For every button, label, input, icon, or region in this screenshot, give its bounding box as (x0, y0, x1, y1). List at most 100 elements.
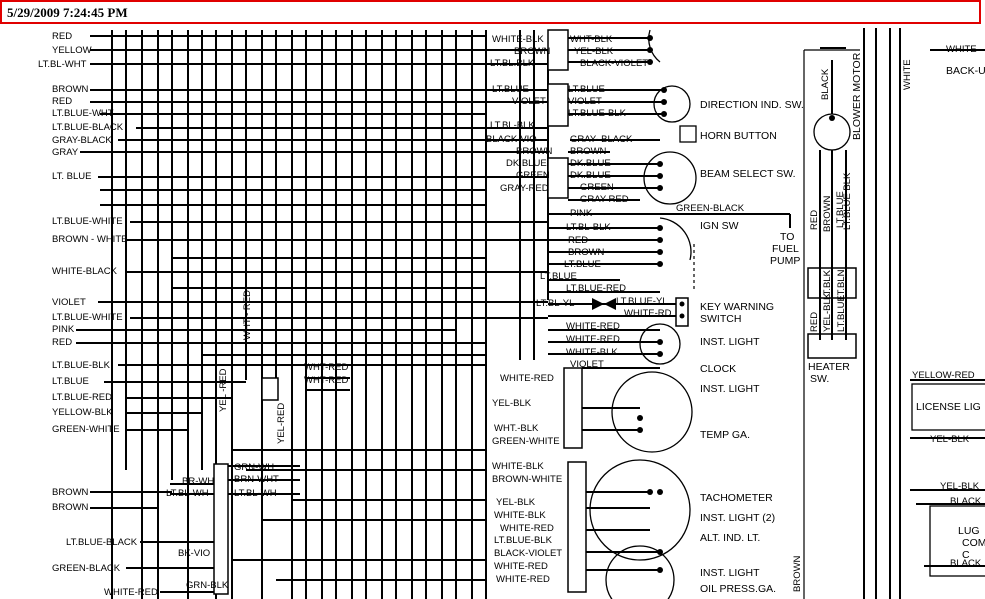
left-label: LT.BL-WHT (38, 59, 87, 70)
center-label: LT.BL-BLK (490, 120, 535, 131)
right-label: BROWN (570, 146, 607, 157)
left-label: LT.BLUE-WHITE (52, 312, 123, 323)
center-label: DK.BLUE (506, 158, 547, 169)
mid-label: LT.BL-WH (166, 488, 209, 499)
middle-wire-labels: WHT - RED YEL -RED YEL-RED WHT-RED WHT-R… (166, 290, 348, 591)
direction-ind-label: DIRECTION IND. SW. (700, 99, 804, 111)
right-label: GRAY- BLACK (570, 134, 633, 145)
temp-ga-label: TEMP GA. (700, 429, 750, 441)
panel-label: BLACK (950, 496, 982, 507)
center-label: LT.BLUE-BLK (494, 535, 553, 546)
right-label: BLACK-VIOLET (580, 58, 648, 69)
mid-vertical-label: WHT - RED (242, 290, 253, 340)
right-label: GREEN-BLACK (676, 203, 745, 214)
panel-label: LT.BLK (822, 269, 833, 300)
mid-label: WHT-RED (304, 375, 348, 386)
center-label: BROWN-WHITE (492, 474, 562, 485)
left-label: VIOLET (52, 297, 86, 308)
key-warning-label: SWITCH (700, 313, 741, 325)
center-label: WHITE-BLK (492, 34, 544, 45)
left-label: RED (52, 31, 72, 42)
panel-label: LT.BLUE (835, 191, 846, 228)
inst-light-label: INST. LIGHT (700, 383, 760, 395)
left-label: BROWN (52, 487, 89, 498)
heater-sw-label: SW. (810, 373, 829, 385)
left-label: GRAY (52, 147, 79, 158)
left-label: LT.BLUE-WHITE (52, 216, 123, 227)
center-label: WHITE-RED (494, 561, 548, 572)
panel-label: YEL-BLK (822, 292, 833, 332)
lug-label: COM (962, 537, 985, 549)
right-label: DK.BLUE (570, 170, 611, 181)
left-label: WHITE-BLACK (52, 266, 118, 277)
beam-select-label: BEAM SELECT SW. (700, 168, 796, 180)
panel-label: BROWN (792, 555, 803, 592)
fuel-pump-label: PUMP (770, 255, 800, 267)
panel-label: WHITE (946, 44, 977, 55)
right-label: WHITE-RED (566, 334, 620, 345)
horn-button-label: HORN BUTTON (700, 130, 777, 142)
right-label: LT.BL-BLK (566, 222, 611, 233)
blower-motor-label: BLOWER MOTOR (851, 52, 863, 140)
right-label: VIOLET (570, 359, 604, 370)
center-label: WHITE-RED (500, 373, 554, 384)
left-label: GRAY-BLACK (52, 135, 112, 146)
right-wire-labels: WHT-BLK YEL-BLK BLACK-VIOLET LT.BLUE VIO… (536, 34, 745, 370)
left-label: LT.BLUE-BLK (52, 360, 111, 371)
left-label: LT.BLUE (52, 376, 89, 387)
fuel-pump-label: TO (780, 231, 794, 243)
center-label: WHT.-BLK (494, 423, 539, 434)
lug-label: LUG (958, 525, 980, 537)
inst-light-label: INST. LIGHT (700, 336, 760, 348)
oil-press-label: OIL PRESS.GA. (700, 583, 776, 595)
fuel-pump-label: FUEL (772, 243, 799, 255)
right-label: LT.BLUE (564, 259, 601, 270)
panel-label: LT.BLN (836, 269, 847, 300)
left-label: RED (52, 337, 72, 348)
center-label: WHITE-RED (496, 574, 550, 585)
left-label: LT.BLUE-BLACK (52, 122, 124, 133)
left-label: LT. BLUE (52, 171, 91, 182)
mid-label: GRN-WH (234, 462, 274, 473)
left-label: PINK (52, 324, 75, 335)
right-label: YEL-BLK (574, 46, 614, 57)
heater-sw-label: HEATER (808, 361, 850, 373)
right-label: LT.BLUE (568, 84, 605, 95)
left-label: LT.BLUE-WHT (52, 108, 114, 119)
lug-label: C (962, 549, 970, 561)
center-label: LT.BLUE (492, 84, 529, 95)
horizontal-wires (76, 35, 548, 593)
panel-label: BROWN (822, 195, 833, 232)
license-light-label: LICENSE LIG (916, 401, 981, 413)
center-label: VIOLET (512, 96, 546, 107)
left-label: GREEN-WHITE (52, 424, 120, 435)
panel-label: YEL-BLK (930, 434, 970, 445)
right-label: PINK (570, 208, 593, 219)
right-label: LT.BLUE-YL (616, 296, 668, 307)
center-label: YEL-BLK (492, 398, 532, 409)
ign-sw-label: IGN SW (700, 220, 739, 232)
panel-label: YELLOW-RED (912, 370, 975, 381)
panel-label: YEL-BLK (940, 481, 980, 492)
right-label: LT.BLUE-RED (566, 283, 626, 294)
mid-label: BR-WH (182, 476, 214, 487)
left-label: RED (52, 96, 72, 107)
right-label: WHITE-RD (624, 308, 672, 319)
right-label: RED (568, 235, 588, 246)
right-panel (803, 28, 985, 599)
timestamp-text: 5/29/2009 7:24:45 PM (7, 5, 128, 20)
mid-vertical-label: YEL -RED (218, 368, 229, 412)
panel-label: WHITE (902, 59, 913, 90)
key-warning-fuse (592, 298, 616, 310)
mid-label: BK-VIO (178, 548, 210, 559)
left-label: YELLOW-BLK (52, 407, 113, 418)
back-up-label: BACK-U (946, 65, 985, 77)
center-label: BLACK-VIO (486, 134, 537, 145)
center-label: BROWN (516, 146, 553, 157)
center-label: WHITE-BLK (492, 461, 544, 472)
mid-label: WHT-RED (304, 362, 348, 373)
connection-dots (637, 35, 835, 573)
panel-label: LT.BLUE (836, 295, 847, 332)
mid-label: BRN-WHT (234, 474, 279, 485)
